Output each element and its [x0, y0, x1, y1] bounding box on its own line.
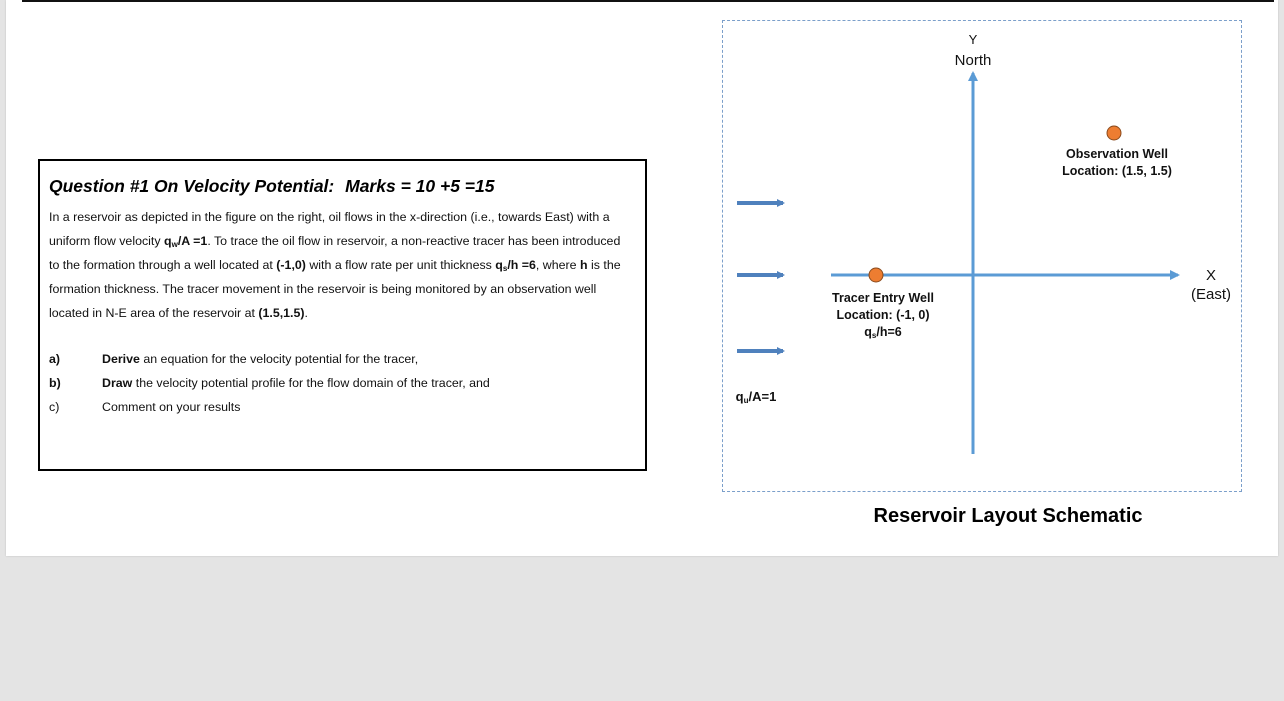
task-marker: b) — [49, 376, 61, 390]
tracer-well-marker — [868, 267, 884, 283]
body-line-3: to the formation through a well located … — [49, 258, 621, 273]
task-marker: c) — [49, 400, 60, 414]
question-heading: Question #1 On Velocity Potential: — [49, 176, 335, 196]
body-line-1: In a reservoir as depicted in the figure… — [49, 210, 610, 224]
task-text: Derive an equation for the velocity pote… — [102, 352, 419, 366]
question-body: In a reservoir as depicted in the figure… — [49, 205, 641, 325]
top-border-rule — [22, 0, 1274, 2]
flow-velocity-label: qu/A=1 — [735, 389, 777, 405]
tracer-well-label: Tracer Entry Well Location: (-1, 0) qs/h… — [832, 291, 934, 340]
task-list: a) Derive an equation for the velocity p… — [49, 347, 641, 419]
schematic-caption: Reservoir Layout Schematic — [873, 505, 1143, 527]
document-page: Question #1 On Velocity Potential: Marks… — [6, 0, 1278, 556]
reservoir-schematic: Y North X (East) Observation Well Locati… — [722, 20, 1242, 492]
task-text: Draw the velocity potential profile for … — [102, 376, 490, 390]
task-item-a: a) Derive an equation for the velocity p… — [49, 347, 641, 371]
body-line-2: uniform flow velocity qw/A =1. To trace … — [49, 234, 621, 249]
question-title: Question #1 On Velocity Potential: Marks… — [49, 176, 494, 197]
observation-well-label: Observation Well Location: (1.5, 1.5) — [1062, 147, 1172, 178]
question-box: Question #1 On Velocity Potential: Marks… — [38, 159, 647, 471]
task-item-b: b) Draw the velocity potential profile f… — [49, 371, 641, 395]
task-text: Comment on your results — [102, 400, 241, 414]
y-axis-label: Y North — [954, 32, 992, 69]
body-line-5: located in N-E area of the reservoir at … — [49, 306, 308, 320]
task-item-c: c) Comment on your results — [49, 395, 641, 419]
schematic-drawing — [737, 71, 1180, 454]
x-axis-label: X (East) — [1190, 267, 1231, 303]
task-marker: a) — [49, 352, 61, 366]
question-marks: Marks = 10 +5 =15 — [345, 176, 495, 196]
observation-well-marker — [1106, 125, 1122, 141]
body-line-4: formation thickness. The tracer movement… — [49, 282, 597, 296]
